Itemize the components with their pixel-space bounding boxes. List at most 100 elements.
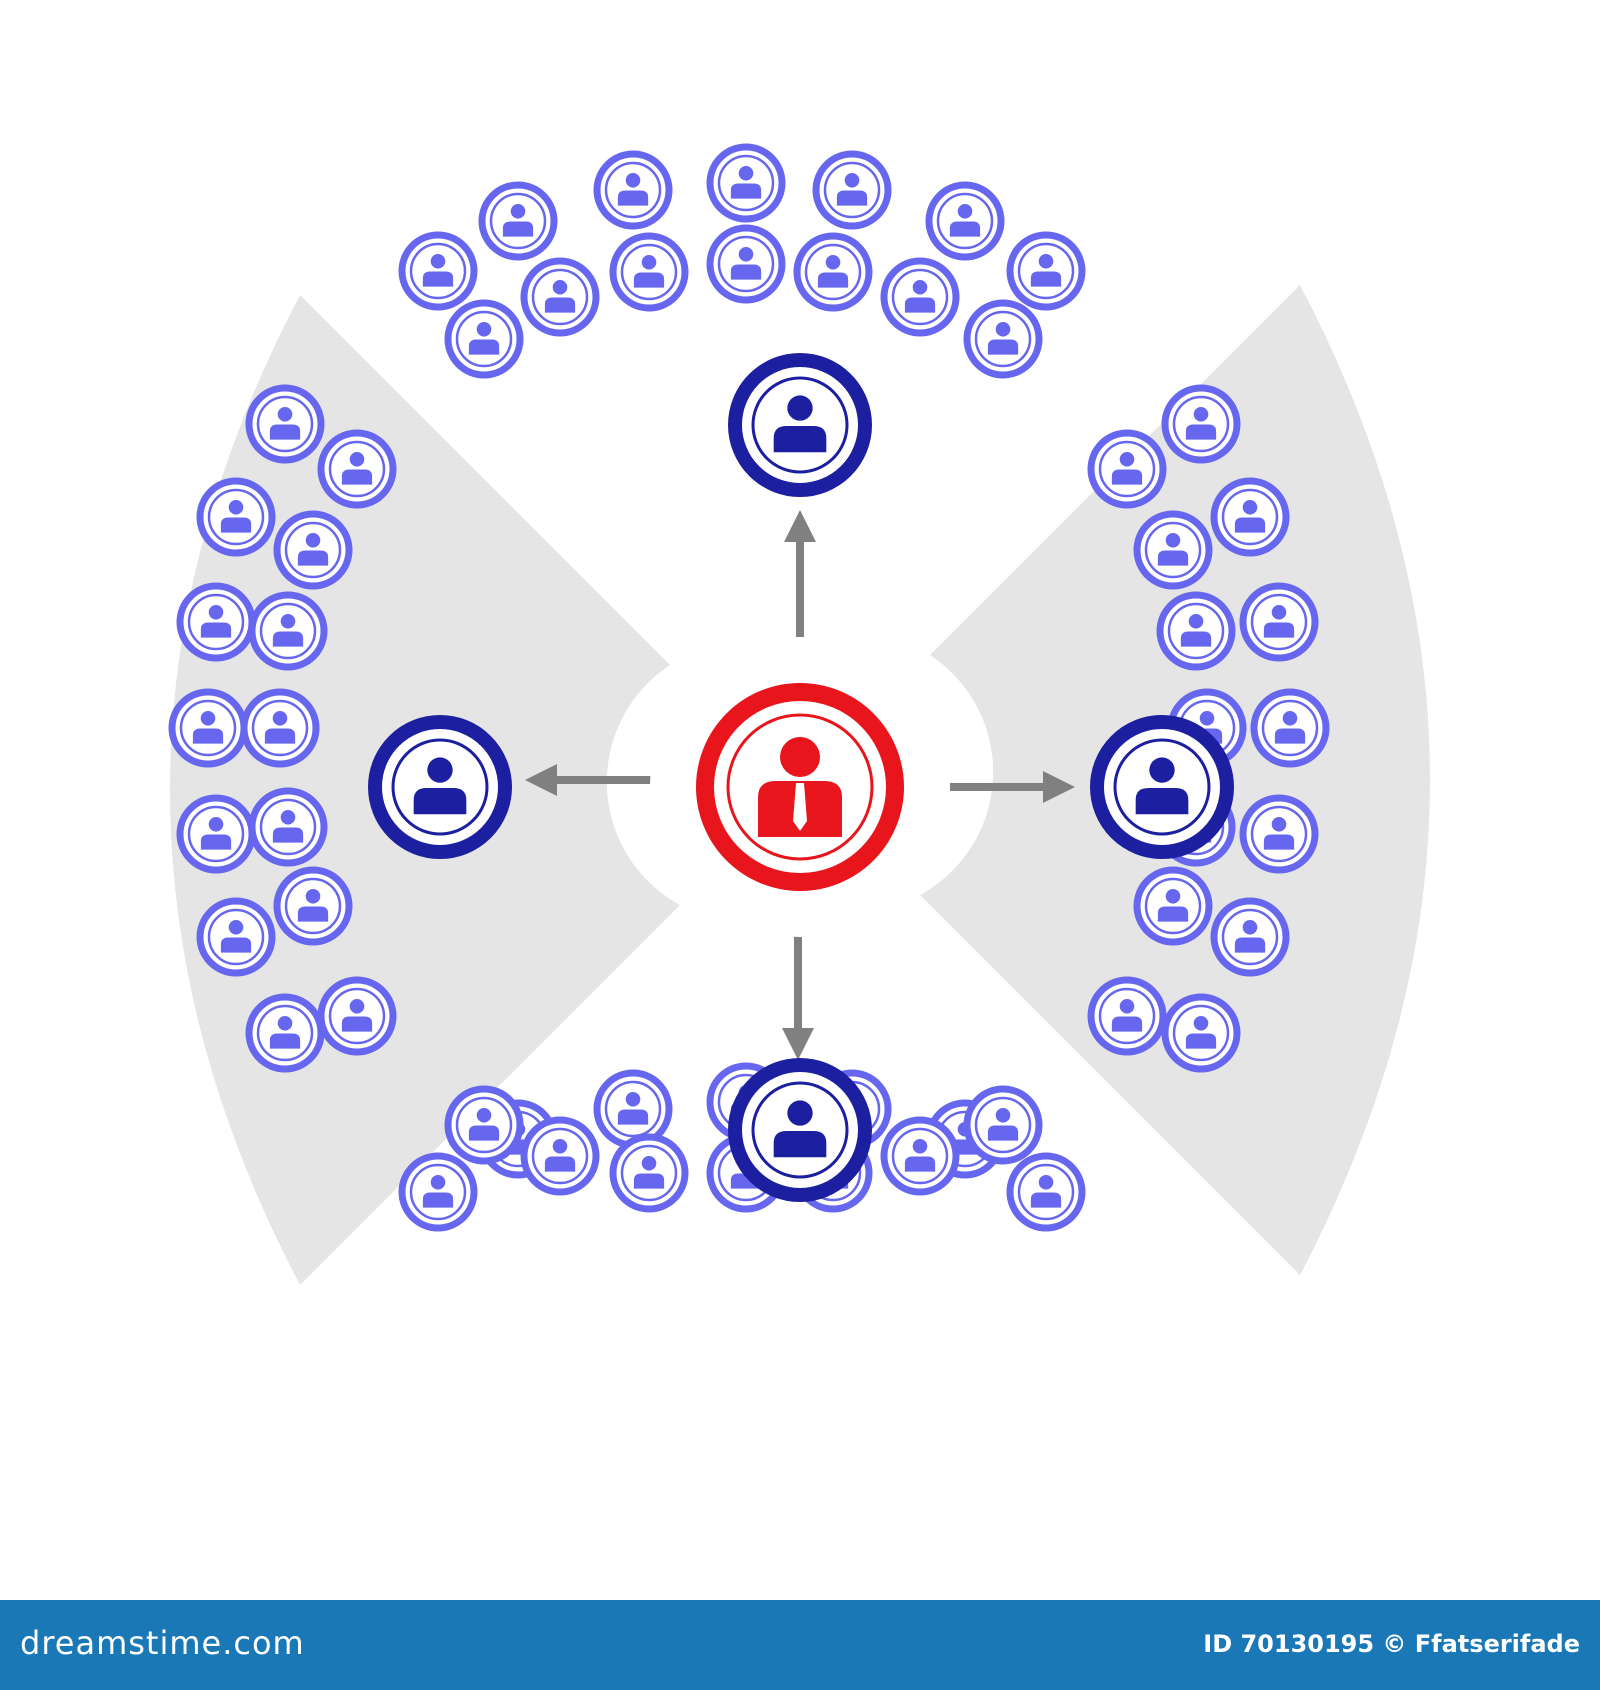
follower-node [168, 688, 248, 768]
hub-right [1090, 715, 1234, 859]
person-icon [617, 1091, 649, 1125]
follower-node [593, 150, 673, 230]
follower-node [248, 787, 328, 867]
businessman-icon [758, 737, 842, 837]
person-icon [422, 253, 454, 287]
hub-left [368, 715, 512, 859]
person-icon [1274, 710, 1306, 744]
follower-node [1006, 231, 1086, 311]
follower-node [1210, 477, 1290, 557]
follower-node [520, 1116, 600, 1196]
follower-node [317, 976, 397, 1056]
person-icon [730, 165, 762, 199]
follower-node [1161, 993, 1241, 1073]
follower-node [1133, 510, 1213, 590]
follower-node [963, 1085, 1043, 1165]
follower-node [1239, 582, 1319, 662]
person-icon [220, 919, 252, 953]
follower-node [793, 232, 873, 312]
person-icon [949, 203, 981, 237]
person-icon [730, 246, 762, 280]
person-icon [633, 254, 665, 288]
person-icon [468, 321, 500, 355]
person-icon [1234, 919, 1266, 953]
follower-node [444, 1085, 524, 1165]
follower-node [273, 866, 353, 946]
person-icon [341, 451, 373, 485]
hub-top [728, 353, 872, 497]
person-icon [269, 1015, 301, 1049]
follower-node [478, 181, 558, 261]
person-icon [904, 279, 936, 313]
site-logo[interactable]: dreamstime.com [20, 1624, 305, 1662]
follower-node [245, 384, 325, 464]
person-icon [1263, 604, 1295, 638]
follower-node [1087, 429, 1167, 509]
person-icon [1185, 406, 1217, 440]
hub-bottom [728, 1058, 872, 1202]
follower-node [398, 1152, 478, 1232]
person-icon [1157, 532, 1189, 566]
follower-node [398, 231, 478, 311]
person-icon [1111, 998, 1143, 1032]
person-icon [817, 254, 849, 288]
follower-node [240, 688, 320, 768]
person-icon [200, 816, 232, 850]
footer-bar: dreamstime.com ID 70130195 © Ffatserifad… [0, 1600, 1600, 1690]
person-icon [904, 1138, 936, 1172]
person-icon [192, 710, 224, 744]
person-icon [987, 321, 1019, 355]
person-icon [617, 172, 649, 206]
person-icon [502, 203, 534, 237]
person-icon [544, 279, 576, 313]
person-icon [1185, 1015, 1217, 1049]
follower-node [963, 299, 1043, 379]
follower-node [593, 1069, 673, 1149]
follower-node [444, 299, 524, 379]
follower-node [1087, 976, 1167, 1056]
follower-node [1006, 1152, 1086, 1232]
follower-node [609, 232, 689, 312]
follower-node [880, 257, 960, 337]
person-icon [773, 395, 827, 453]
follower-node [1250, 688, 1330, 768]
person-icon [1030, 1174, 1062, 1208]
person-icon [1030, 253, 1062, 287]
follower-node [1133, 866, 1213, 946]
image-id-credit: ID 70130195 © Ffatserifade [1203, 1630, 1580, 1658]
person-icon [272, 613, 304, 647]
person-icon [836, 172, 868, 206]
person-icon [468, 1107, 500, 1141]
person-icon [987, 1107, 1019, 1141]
person-icon [220, 499, 252, 533]
nodes [168, 143, 1330, 1232]
person-icon [200, 604, 232, 638]
person-icon [264, 710, 296, 744]
person-icon [413, 757, 467, 815]
person-icon [272, 809, 304, 843]
follower-node [196, 477, 276, 557]
person-icon [1180, 613, 1212, 647]
follower-node [1156, 591, 1236, 671]
person-icon [1263, 816, 1295, 850]
follower-node [609, 1133, 689, 1213]
center-node [650, 637, 950, 937]
person-icon [297, 888, 329, 922]
person-icon [269, 406, 301, 440]
follower-node [880, 1116, 960, 1196]
follower-node [706, 143, 786, 223]
person-icon [297, 532, 329, 566]
follower-node [317, 429, 397, 509]
person-icon [1111, 451, 1143, 485]
person-icon [1135, 757, 1189, 815]
follower-node [245, 993, 325, 1073]
person-icon [422, 1174, 454, 1208]
person-icon [1234, 499, 1266, 533]
person-icon [773, 1100, 827, 1158]
follower-node [248, 591, 328, 671]
follower-node [925, 181, 1005, 261]
follower-node [706, 224, 786, 304]
follower-node [273, 510, 353, 590]
person-icon [341, 998, 373, 1032]
follower-node [1161, 384, 1241, 464]
